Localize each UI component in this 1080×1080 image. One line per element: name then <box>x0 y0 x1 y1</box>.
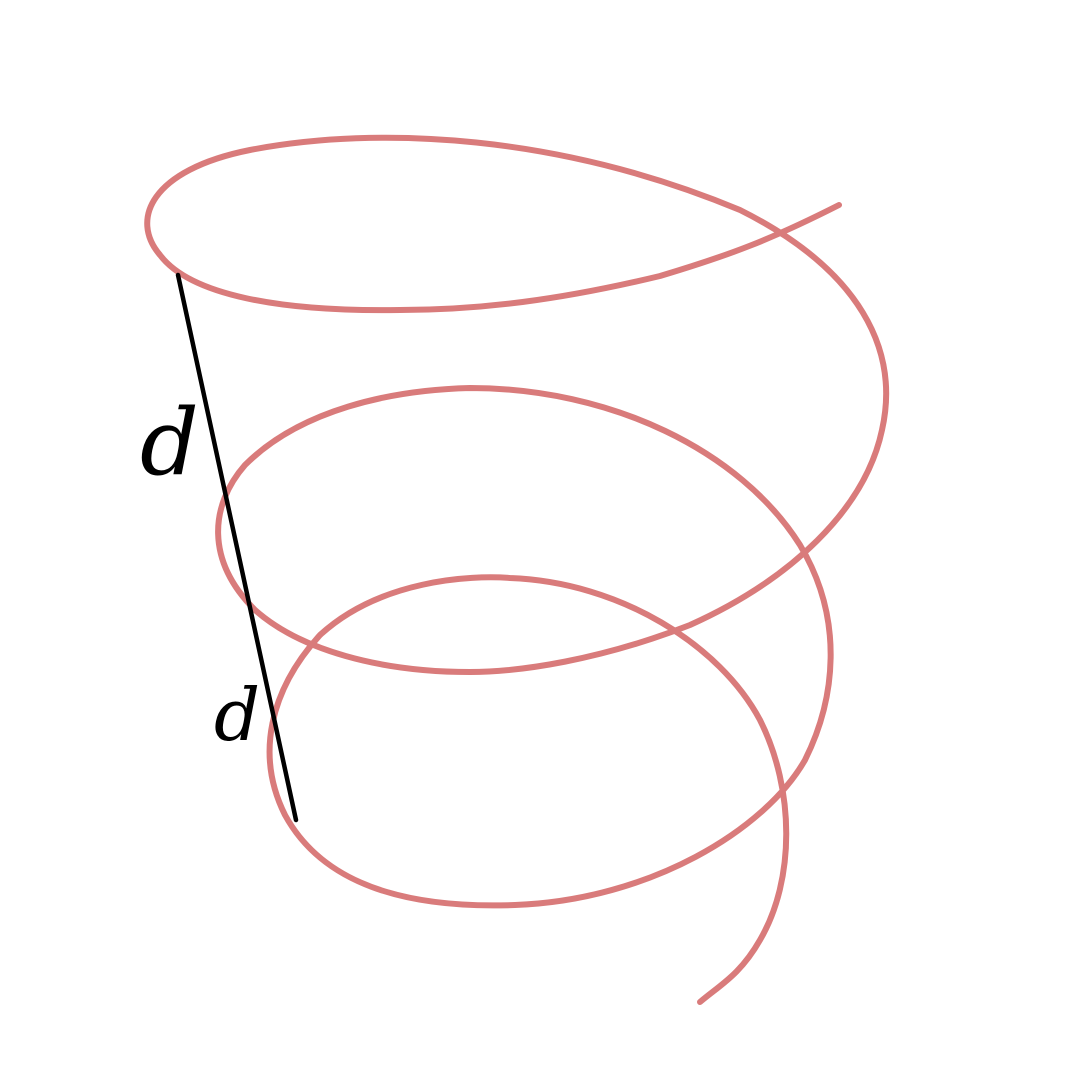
label-d-lower: d <box>214 673 260 757</box>
label-d-upper: d <box>140 389 199 496</box>
pitch-segment <box>175 272 299 823</box>
helix-curve <box>144 134 890 1005</box>
